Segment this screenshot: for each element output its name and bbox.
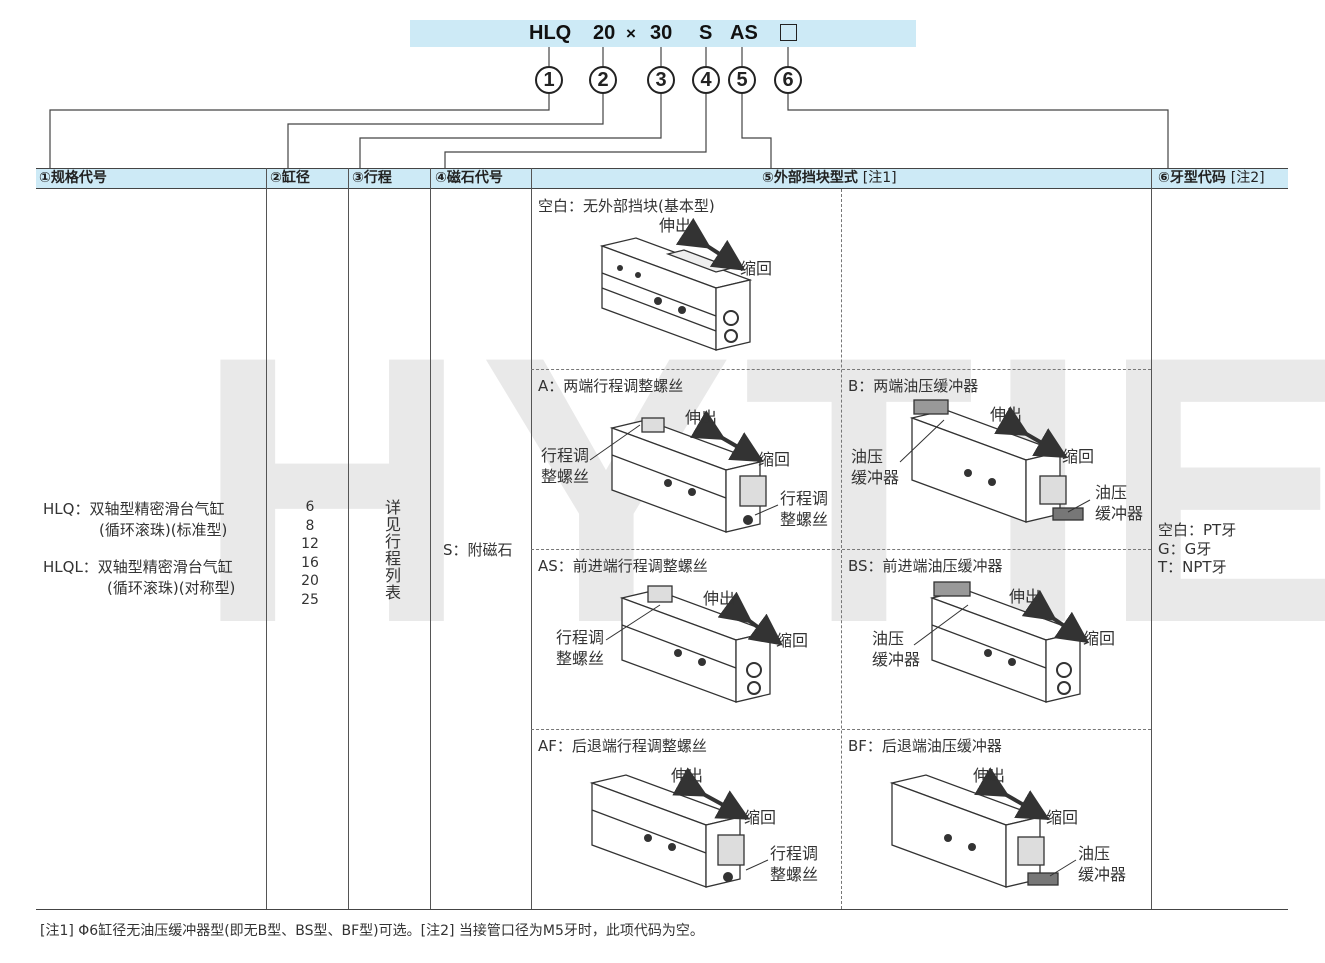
stopper-type-bs: BS：前进端油压缓冲器	[848, 557, 1003, 575]
header-thread-note: [注2]	[1230, 170, 1265, 186]
column-divider	[266, 168, 267, 909]
stroke-char: 列	[384, 566, 401, 585]
label-extend: 伸出	[1009, 587, 1042, 606]
stroke-char: 见	[384, 515, 401, 534]
label-shock-1: 油压	[872, 629, 905, 648]
label-retract: 缩回	[1062, 447, 1095, 466]
stopper-type-b: B：两端油压缓冲器	[848, 377, 979, 395]
circled-number-2: 2	[589, 66, 617, 94]
label-retract: 缩回	[740, 259, 773, 278]
label-adj-screw-1: 行程调	[541, 446, 590, 465]
spec-hlq-line1: HLQ：双轴型精密滑台气缸	[43, 500, 225, 518]
stroke-char: 表	[384, 583, 401, 602]
stroke-char: 行	[384, 532, 401, 551]
label-shock-1: 油压	[851, 447, 884, 466]
label-adj-screw-1: 行程调	[770, 844, 819, 863]
label-shock-2: 缓冲器	[1095, 504, 1144, 523]
label-retract: 缩回	[744, 808, 777, 827]
model-code-bar: HLQ 20 × 30 S AS	[410, 20, 916, 47]
stopper-type-as: AS：前进端行程调整螺丝	[538, 557, 708, 575]
code-part-1: HLQ	[529, 22, 572, 44]
stopper-type-blank: 空白：无外部挡块(基本型)	[538, 197, 715, 215]
stopper-type-bf: BF：后退端油压缓冲器	[848, 737, 1002, 755]
label-retract: 缩回	[1083, 629, 1116, 648]
label-adj-screw-1: 行程调	[780, 489, 829, 508]
bore-list: 6 8 12 16 20 25	[295, 498, 325, 609]
table-bottom-border	[36, 909, 1288, 910]
label-extend: 伸出	[659, 216, 692, 235]
label-adj-screw-2: 整螺丝	[556, 649, 605, 668]
label-extend: 伸出	[671, 766, 704, 785]
label-retract: 缩回	[1046, 808, 1079, 827]
bore-value: 16	[301, 554, 319, 571]
circled-number-4: 4	[692, 66, 720, 94]
stopper-type-af: AF：后退端行程调整螺丝	[538, 737, 707, 755]
header-stopper-label: ⑤外部挡块型式	[762, 170, 858, 186]
header-thread: ⑥牙型代码 [注2]	[1155, 169, 1265, 187]
bore-value: 20	[301, 573, 319, 589]
circled-number-5: 5	[728, 66, 756, 94]
code-part-6-box	[780, 24, 797, 41]
label-shock-1: 油压	[1095, 483, 1128, 502]
label-retract: 缩回	[758, 450, 791, 469]
circled-number-3: 3	[647, 66, 675, 94]
stroke-note: 详 见 行 程 列 表	[383, 499, 403, 601]
label-adj-screw-2: 整螺丝	[780, 510, 829, 529]
header-stroke: ③行程	[352, 170, 392, 186]
label-adj-screw-2: 整螺丝	[541, 467, 590, 486]
bore-value: 8	[305, 517, 315, 534]
column-divider	[430, 168, 431, 909]
label-shock-2: 缓冲器	[872, 650, 921, 669]
column-divider	[1151, 168, 1152, 909]
bore-value: 25	[301, 591, 319, 608]
header-magnet: ④磁石代号	[435, 170, 503, 186]
stroke-char: 详	[384, 498, 401, 517]
label-extend: 伸出	[973, 766, 1006, 785]
code-part-3: 30	[650, 22, 673, 44]
column-divider	[348, 168, 349, 909]
label-shock-2: 缓冲器	[851, 468, 900, 487]
row-divider-dashed	[531, 549, 1151, 550]
label-retract: 缩回	[776, 631, 809, 650]
header-spec: ①规格代号	[39, 170, 107, 186]
magnet-option: S：附磁石	[443, 541, 513, 559]
bore-value: 12	[301, 536, 319, 552]
column-divider	[531, 168, 532, 909]
spec-hlql-line1: HLQL：双轴型精密滑台气缸	[43, 558, 233, 576]
stopper-type-a: A：两端行程调整螺丝	[538, 377, 684, 395]
code-part-2: 20	[593, 22, 616, 44]
label-adj-screw-2: 整螺丝	[770, 865, 819, 884]
label-adj-screw-1: 行程调	[556, 628, 605, 647]
label-extend: 伸出	[703, 589, 736, 608]
circled-number-1: 1	[535, 66, 563, 94]
code-part-4: S	[699, 22, 713, 44]
code-part-5: AS	[730, 22, 758, 44]
header-stopper: ⑤外部挡块型式 [注1]	[759, 169, 897, 187]
footnote: [注1] Φ6缸径无油压缓冲器型(即无B型、BS型、BF型)可选。[注2] 当接…	[40, 923, 704, 939]
row-divider-dashed	[531, 729, 1151, 730]
thread-t: T：NPT牙	[1158, 558, 1227, 576]
circled-number-6: 6	[774, 66, 802, 94]
label-extend: 伸出	[685, 408, 718, 427]
label-shock-2: 缓冲器	[1078, 865, 1127, 884]
spec-hlq-line2: (循环滚珠)(标准型)	[99, 521, 228, 539]
table-header: ①规格代号 ②缸径 ③行程 ④磁石代号 ⑤外部挡块型式 [注1] ⑥牙型代码 […	[36, 168, 1288, 189]
row-divider-dashed	[531, 369, 1151, 370]
thread-blank: 空白：PT牙	[1158, 521, 1237, 539]
label-extend: 伸出	[990, 405, 1023, 424]
label-shock-1: 油压	[1078, 844, 1111, 863]
code-times: ×	[626, 24, 636, 43]
header-bore: ②缸径	[270, 170, 310, 186]
spec-hlql-line2: (循环滚珠)(对称型)	[107, 579, 236, 597]
header-stopper-note: [注1]	[862, 170, 897, 186]
thread-g: G：G牙	[1158, 540, 1212, 558]
bore-value: 6	[305, 499, 315, 515]
stroke-char: 程	[384, 549, 401, 568]
header-thread-label: ⑥牙型代码	[1158, 170, 1226, 186]
